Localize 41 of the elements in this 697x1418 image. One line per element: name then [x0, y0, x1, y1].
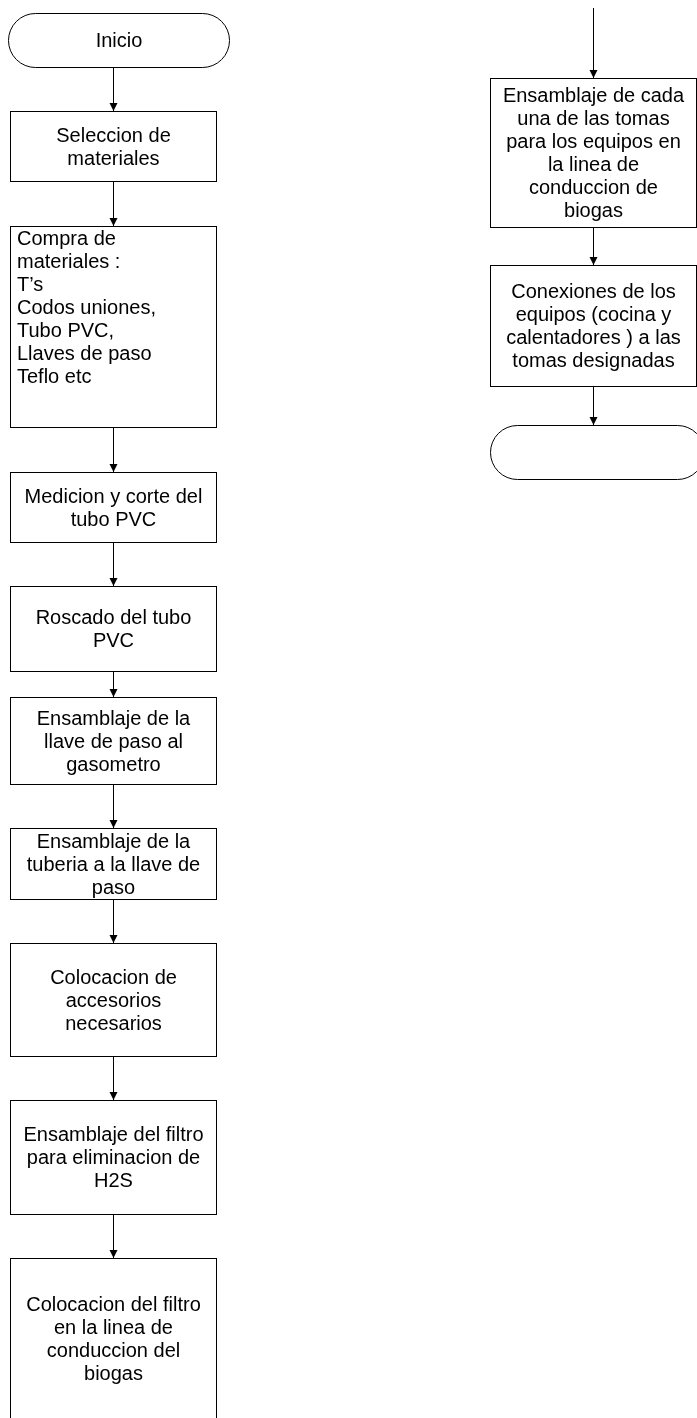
- arrow: [109, 1056, 118, 1101]
- process-box: [10, 1100, 217, 1215]
- process-box: [10, 586, 217, 672]
- arrow: [109, 1214, 118, 1259]
- box-text: Colocacion de accesorios necesarios: [49, 965, 178, 1035]
- box-text: Teflo etc: [17, 365, 92, 388]
- process-box: [490, 78, 697, 228]
- box-text: T’s: [17, 273, 44, 296]
- arrow: [109, 67, 118, 112]
- process-box: [490, 265, 697, 387]
- box-text: Seleccion de materiales: [55, 123, 172, 170]
- box-text: Ensamblaje de cada una de las tomas para los equipos en la linea de conduccion de biogas: [501, 84, 686, 222]
- box-text: Conexiones de los equipos (cocina y calentadores ) a las tomas designadas: [505, 280, 682, 372]
- arrow: [109, 784, 118, 829]
- arrow: [109, 181, 118, 227]
- process-box: [10, 111, 217, 182]
- arrow: [109, 671, 118, 698]
- process-box: [10, 697, 217, 785]
- box-text: Inicio: [95, 29, 143, 52]
- process-box: [10, 472, 217, 543]
- box-text: Llaves de paso: [17, 342, 152, 365]
- box-text: Ensamblaje de la tuberia a la llave de paso: [25, 829, 202, 899]
- box-text: Colocacion del filtro en la linea de conduccion del biogas: [25, 1292, 202, 1385]
- terminal-shape: [490, 425, 697, 480]
- process-box: [10, 943, 217, 1057]
- arrow: [109, 427, 118, 473]
- box-text: Medicion y corte del tubo PVC: [23, 484, 204, 531]
- box-text: Tubo PVC,: [17, 319, 115, 342]
- process-box: [10, 226, 217, 428]
- box-text: Roscado del tubo PVC: [34, 606, 193, 652]
- arrow: [109, 542, 118, 587]
- box-text: Compra de materiales :: [17, 227, 122, 273]
- arrow: [589, 386, 598, 426]
- process-box: [10, 1258, 217, 1418]
- arrow: [589, 7, 598, 79]
- box-text: Ensamblaje del filtro para eliminacion de H2S: [22, 1123, 205, 1192]
- box-text: Ensamblaje de la llave de paso al gasometro: [35, 706, 192, 776]
- process-box: [10, 828, 217, 900]
- box-text: Codos uniones,: [17, 296, 156, 319]
- arrow: [589, 227, 598, 266]
- arrow: [109, 899, 118, 944]
